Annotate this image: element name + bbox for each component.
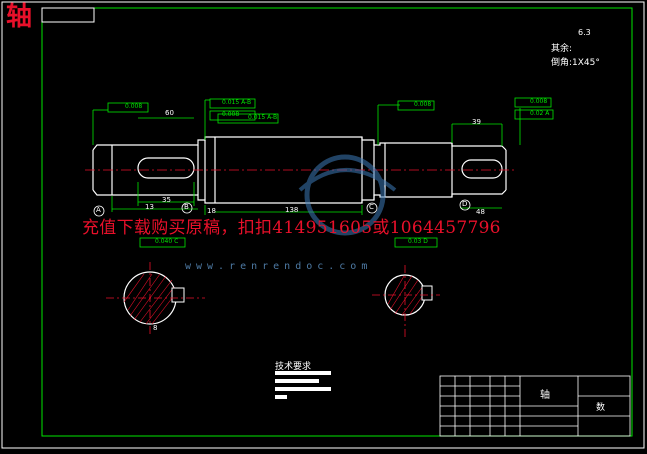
datum-b: B — [184, 203, 189, 211]
section-tolerance-right: 0.03 D — [408, 238, 428, 245]
section-view-left — [106, 262, 205, 335]
dim-18: 18 — [207, 207, 216, 215]
dim-138: 138 — [285, 206, 299, 214]
inner-frame — [41, 7, 633, 437]
drawing-title: 轴 — [6, 2, 33, 32]
tolerance-6: 0.008 — [530, 98, 548, 105]
title-block — [439, 375, 631, 437]
surface-roughness-value: 6.3 — [578, 28, 591, 37]
tolerance-frames — [107, 97, 554, 248]
dim-60: 60 — [165, 109, 174, 117]
datum-markers — [93, 199, 471, 217]
dim-13: 13 — [145, 203, 154, 211]
shaft-main-view — [92, 136, 507, 204]
surface-roughness-label: 其余: — [551, 44, 573, 54]
tolerance-3: 0.008 — [222, 111, 240, 118]
promo-text: 充值下载购买原稿，扣扣414951605或1064457796 — [82, 218, 501, 238]
watermark-text: www.renrendoc.com — [185, 261, 373, 272]
section-tolerance-left: 0.040 C — [155, 238, 179, 245]
tolerance-7: 0.02 A — [530, 110, 550, 117]
datum-d: D — [462, 200, 468, 208]
tolerance-2: 0.015 A-B — [222, 99, 252, 106]
tech-requirements-lines — [275, 371, 331, 399]
tolerance-5: 0.008 — [414, 101, 432, 108]
dimension-lines — [92, 99, 521, 215]
dim-48: 48 — [476, 208, 485, 216]
datum-c: C — [369, 203, 374, 211]
chamfer-note: 倒角:1X45° — [551, 58, 600, 68]
corner-label-box — [41, 7, 95, 23]
watermark-emblem — [298, 154, 397, 236]
tech-requirements-title: 技术要求 — [275, 362, 312, 372]
tolerance-4: 0.015 A-B — [248, 114, 278, 121]
title-block-mark-right: 数 — [596, 403, 606, 413]
section-view-right — [372, 265, 440, 338]
title-block-mark: 轴 — [540, 390, 550, 401]
dim-35: 35 — [162, 196, 171, 204]
dim-8: 8 — [153, 324, 158, 332]
tolerance-1: 0.008 — [125, 103, 143, 110]
dim-39: 39 — [472, 118, 481, 126]
datum-a: A — [96, 206, 101, 214]
